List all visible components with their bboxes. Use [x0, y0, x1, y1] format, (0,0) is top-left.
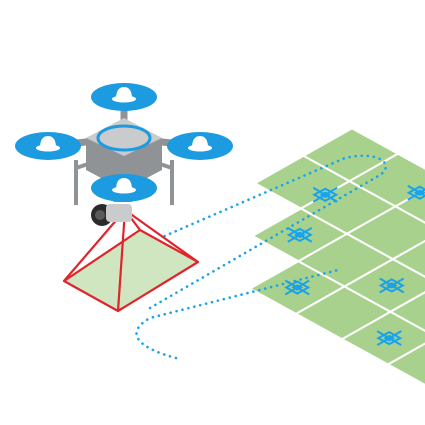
field-cell: [344, 205, 425, 261]
drone-rotors: [15, 83, 233, 202]
quadcopter-drone-icon: [15, 83, 233, 226]
field-cell: [390, 239, 425, 278]
waypoint-marker-icon: [286, 226, 313, 243]
waypoint-marker-icon: [376, 330, 403, 347]
waypoint-marker-icon: [378, 277, 405, 294]
rotor-icon: [91, 83, 157, 111]
rotor-icon: [167, 132, 233, 160]
field-cell: [342, 257, 425, 313]
waypoint-marker-icon: [284, 279, 311, 296]
rotor-icon: [91, 174, 157, 202]
waypoint-marker-icon: [312, 186, 339, 203]
waypoint-markers: [284, 184, 425, 347]
field-cell: [385, 342, 425, 386]
rotor-icon: [15, 132, 81, 160]
flight-path: [135, 154, 387, 360]
camera-footprint: [64, 230, 198, 311]
survey-field-grid: [247, 127, 425, 386]
field-cell: [347, 152, 425, 208]
waypoint-marker-icon: [406, 184, 425, 201]
field-cell: [388, 291, 425, 332]
drone-top-ring: [96, 124, 152, 152]
